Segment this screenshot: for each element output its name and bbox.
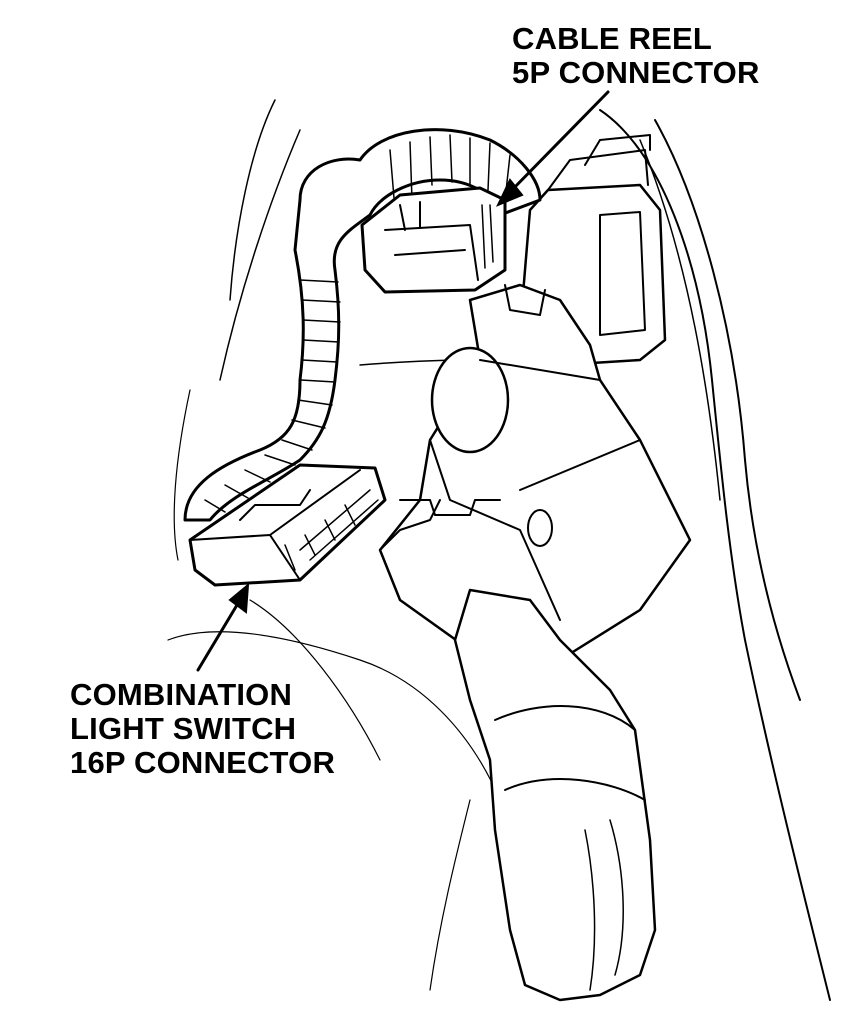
steering-column-shroud	[167, 99, 831, 1001]
callout-line: CABLE REEL	[512, 21, 713, 56]
leader-arrow-combination-switch	[196, 582, 250, 672]
cable-reel-5p-connector	[360, 186, 507, 294]
callout-line: COMBINATION	[70, 677, 293, 712]
cable-reel-5p-connector-label: CABLE REEL 5P CONNECTOR	[512, 22, 760, 90]
combination-switch-housing	[378, 283, 692, 662]
callout-line: LIGHT SWITCH	[70, 711, 297, 746]
wire-harness	[183, 128, 542, 522]
combination-light-switch-16p-connector	[188, 463, 387, 587]
callout-line: 5P CONNECTOR	[512, 55, 760, 90]
combination-switch-lever	[453, 588, 657, 1002]
combination-light-switch-16p-connector-label: COMBINATION LIGHT SWITCH 16P CONNECTOR	[70, 678, 335, 780]
callout-line: 16P CONNECTOR	[70, 745, 336, 780]
leader-arrow-cable-reel	[495, 90, 610, 207]
